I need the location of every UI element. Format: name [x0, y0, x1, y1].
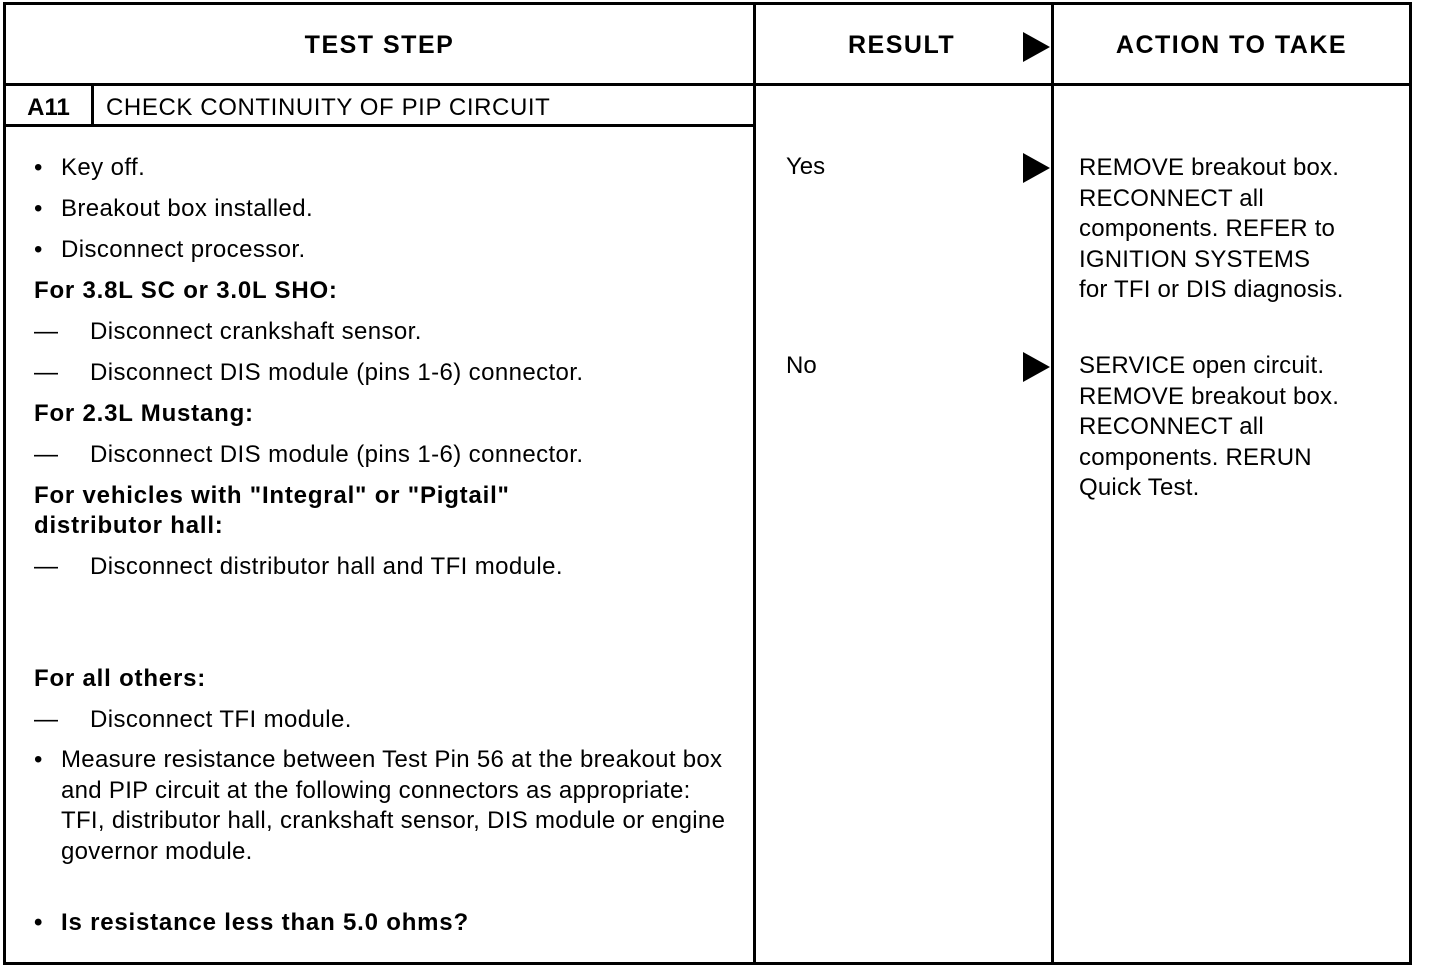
- step-row-divider: [6, 124, 753, 127]
- action-no: SERVICE open circuit. REMOVE breakout bo…: [1079, 352, 1340, 501]
- result-yes-arrow-icon: [1023, 153, 1050, 183]
- result-no-arrow-icon: [1023, 352, 1050, 382]
- procedure-question: Is resistance less than 5.0 ohms?: [34, 908, 469, 938]
- procedure-heading: For 2.3L Mustang:: [34, 400, 254, 427]
- action-yes: REMOVE breakout box. RECONNECT all compo…: [1079, 154, 1344, 303]
- header-arrow-icon: [1023, 32, 1050, 62]
- procedure-heading: For all others:: [34, 665, 207, 692]
- step-id-divider: [91, 86, 94, 124]
- procedure-subitem: Disconnect distributor hall and TFI modu…: [34, 552, 563, 582]
- procedure-subitem: Disconnect DIS module (pins 1-6) connect…: [34, 358, 583, 388]
- header-result: RESULT: [848, 30, 956, 59]
- result-no: No: [786, 352, 817, 379]
- procedure-heading: For vehicles with "Integral" or "Pigtail…: [34, 482, 510, 509]
- procedure-item: Disconnect processor.: [34, 235, 306, 265]
- header-divider: [6, 83, 1409, 86]
- procedure-subitem: Disconnect crankshaft sensor.: [34, 317, 422, 347]
- procedure-item: Breakout box installed.: [34, 194, 313, 224]
- procedure-subitem: Disconnect TFI module.: [34, 705, 352, 735]
- header-test-step: TEST STEP: [304, 30, 455, 59]
- column-divider: [1051, 5, 1054, 962]
- procedure-item: Measure resistance between Test Pin 56 a…: [34, 745, 726, 867]
- test-step-table: TEST STEP RESULT ACTION TO TAKE A11 CHEC…: [3, 2, 1412, 965]
- column-divider: [753, 5, 756, 962]
- step-title: CHECK CONTINUITY OF PIP CIRCUIT: [106, 93, 551, 121]
- step-id: A11: [27, 93, 70, 121]
- procedure-heading: For 3.8L SC or 3.0L SHO:: [34, 277, 338, 304]
- procedure-heading: distributor hall:: [34, 512, 224, 539]
- procedure-subitem: Disconnect DIS module (pins 1-6) connect…: [34, 440, 583, 470]
- result-yes: Yes: [786, 153, 826, 180]
- header-action: ACTION TO TAKE: [1115, 30, 1348, 59]
- procedure-item: Key off.: [34, 153, 145, 183]
